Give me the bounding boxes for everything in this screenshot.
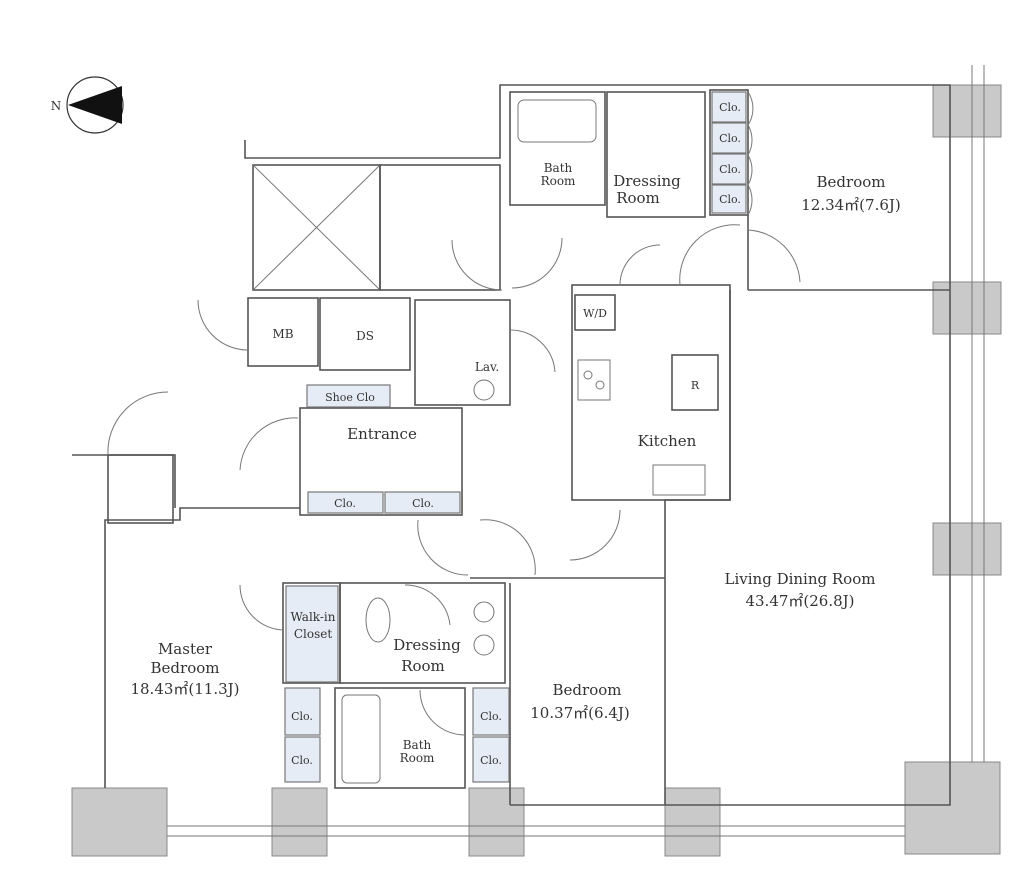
master-bedroom-area: 18.43㎡(11.3J) [130,680,239,698]
dressing-north-label: Room [616,189,660,207]
dressing-north-label: Dressing [613,172,681,190]
closet-label: Clo. [719,101,741,114]
bath-south-label: Room [400,751,435,765]
walkin-closet-label: Walk-in [291,610,336,624]
closet-label: Clo. [334,497,356,510]
dressing-south-label: Dressing [393,636,461,654]
bath-south-label: Bath [403,738,432,752]
bedroom-south-name: Bedroom [553,681,622,699]
master-bedroom-name: Master [158,640,213,658]
closet-label: Clo. [719,193,741,206]
windows [167,65,985,837]
closet-label: Clo. [719,132,741,145]
closet-label: Clo. [291,710,313,723]
living-room-area: 43.47㎡(26.8J) [745,592,854,610]
washer-dryer-label: W/D [583,307,607,320]
mb-label: MB [272,327,293,341]
closet-label: Clo. [480,754,502,767]
shoe-closet-label: Shoe Clo [325,391,375,404]
closet-north: Clo. Clo. Clo. Clo. [711,91,747,214]
bedroom-ne-name: Bedroom [817,173,886,191]
bath-north-label: Room [541,174,576,188]
bath-north-label: Bath [544,161,573,175]
walls [72,84,951,806]
kitchen-label: Kitchen [638,432,697,450]
closet-label: Clo. [480,710,502,723]
lav-label: Lav. [475,360,499,374]
closet-label: Clo. [291,754,313,767]
closet-label: Clo. [412,497,434,510]
structural-columns [71,84,1002,857]
master-bedroom-name: Bedroom [151,659,220,677]
entrance-label: Entrance [347,425,417,443]
dressing-south-label: Room [401,657,445,675]
bedroom-ne-area: 12.34㎡(7.6J) [801,196,901,214]
living-room-name: Living Dining Room [725,570,876,588]
north-compass-icon: N [51,76,124,134]
refrigerator-label: R [691,379,700,392]
ds-label: DS [356,329,374,343]
walkin-closet-label: Closet [294,627,333,641]
closet-label: Clo. [719,163,741,176]
compass-north-label: N [51,99,62,113]
bedroom-south-area: 10.37㎡(6.4J) [530,704,630,722]
door-swings [107,91,801,736]
